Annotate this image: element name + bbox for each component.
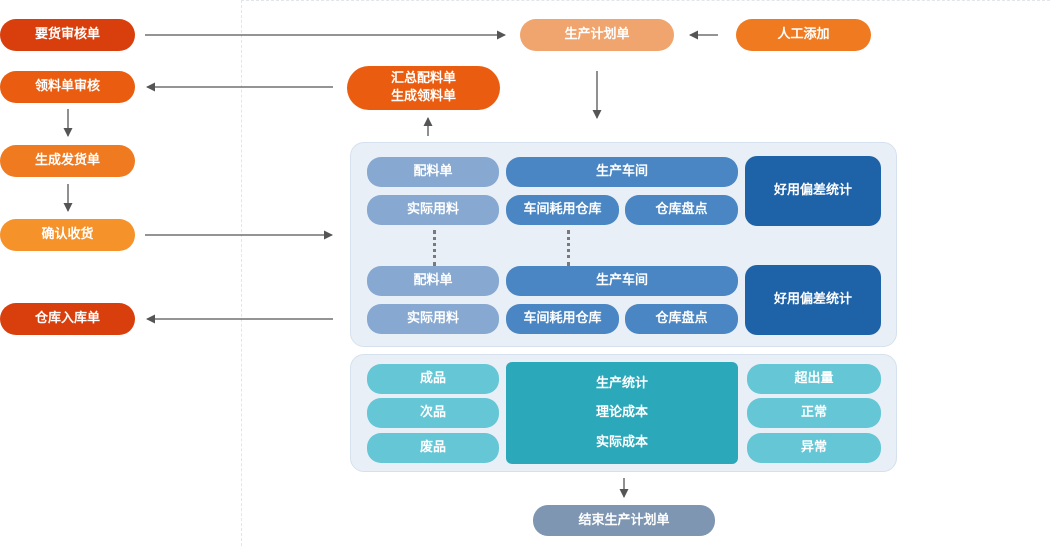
workshop-node: 生产车间 (506, 157, 738, 187)
deviation-stats-node: 好用偏差统计 (745, 156, 881, 226)
production-stats-block: 生产统计 理论成本 实际成本 (506, 362, 738, 464)
normal-node: 正常 (747, 398, 881, 428)
workshop-node: 生产车间 (506, 266, 738, 296)
guide-line-horizontal (241, 0, 1050, 1)
end-production-plan-node: 结束生产计划单 (533, 505, 715, 536)
batch-sheet-node: 配料单 (367, 266, 499, 296)
finished-product-node: 成品 (367, 364, 499, 394)
guide-line-vertical (241, 0, 242, 546)
pick-list-review-node: 领料单审核 (0, 71, 135, 103)
scrap-product-node: 废品 (367, 433, 499, 463)
workshop-warehouse-node: 车间耗用仓库 (506, 195, 619, 225)
inventory-check-node: 仓库盘点 (625, 304, 738, 334)
production-stats-label: 生产统计 (595, 375, 648, 391)
manual-add-node: 人工添加 (736, 19, 871, 51)
demand-review-node: 要货审核单 (0, 19, 135, 51)
actual-usage-node: 实际用料 (367, 304, 499, 334)
summary-line-1: 汇总配料单 (390, 71, 456, 87)
summary-line-2: 生成领料单 (390, 89, 456, 104)
defective-product-node: 次品 (367, 398, 499, 428)
summary-batch-node: 汇总配料单 生成领料单 (347, 66, 500, 110)
continuation-dots-left (433, 230, 436, 266)
abnormal-node: 异常 (747, 433, 881, 463)
actual-cost-label: 实际成本 (595, 434, 648, 450)
inventory-check-node: 仓库盘点 (625, 195, 738, 225)
batch-sheet-node: 配料单 (367, 157, 499, 187)
theoretical-cost-label: 理论成本 (595, 405, 648, 421)
excess-node: 超出量 (747, 364, 881, 394)
workshop-warehouse-node: 车间耗用仓库 (506, 304, 619, 334)
actual-usage-node: 实际用料 (367, 195, 499, 225)
warehouse-stockin-node: 仓库入库单 (0, 303, 135, 335)
continuation-dots-center (567, 230, 570, 266)
create-shipment-node: 生成发货单 (0, 145, 135, 177)
confirm-receipt-node: 确认收货 (0, 219, 135, 251)
production-plan-node: 生产计划单 (520, 19, 674, 51)
deviation-stats-node: 好用偏差统计 (745, 265, 881, 335)
